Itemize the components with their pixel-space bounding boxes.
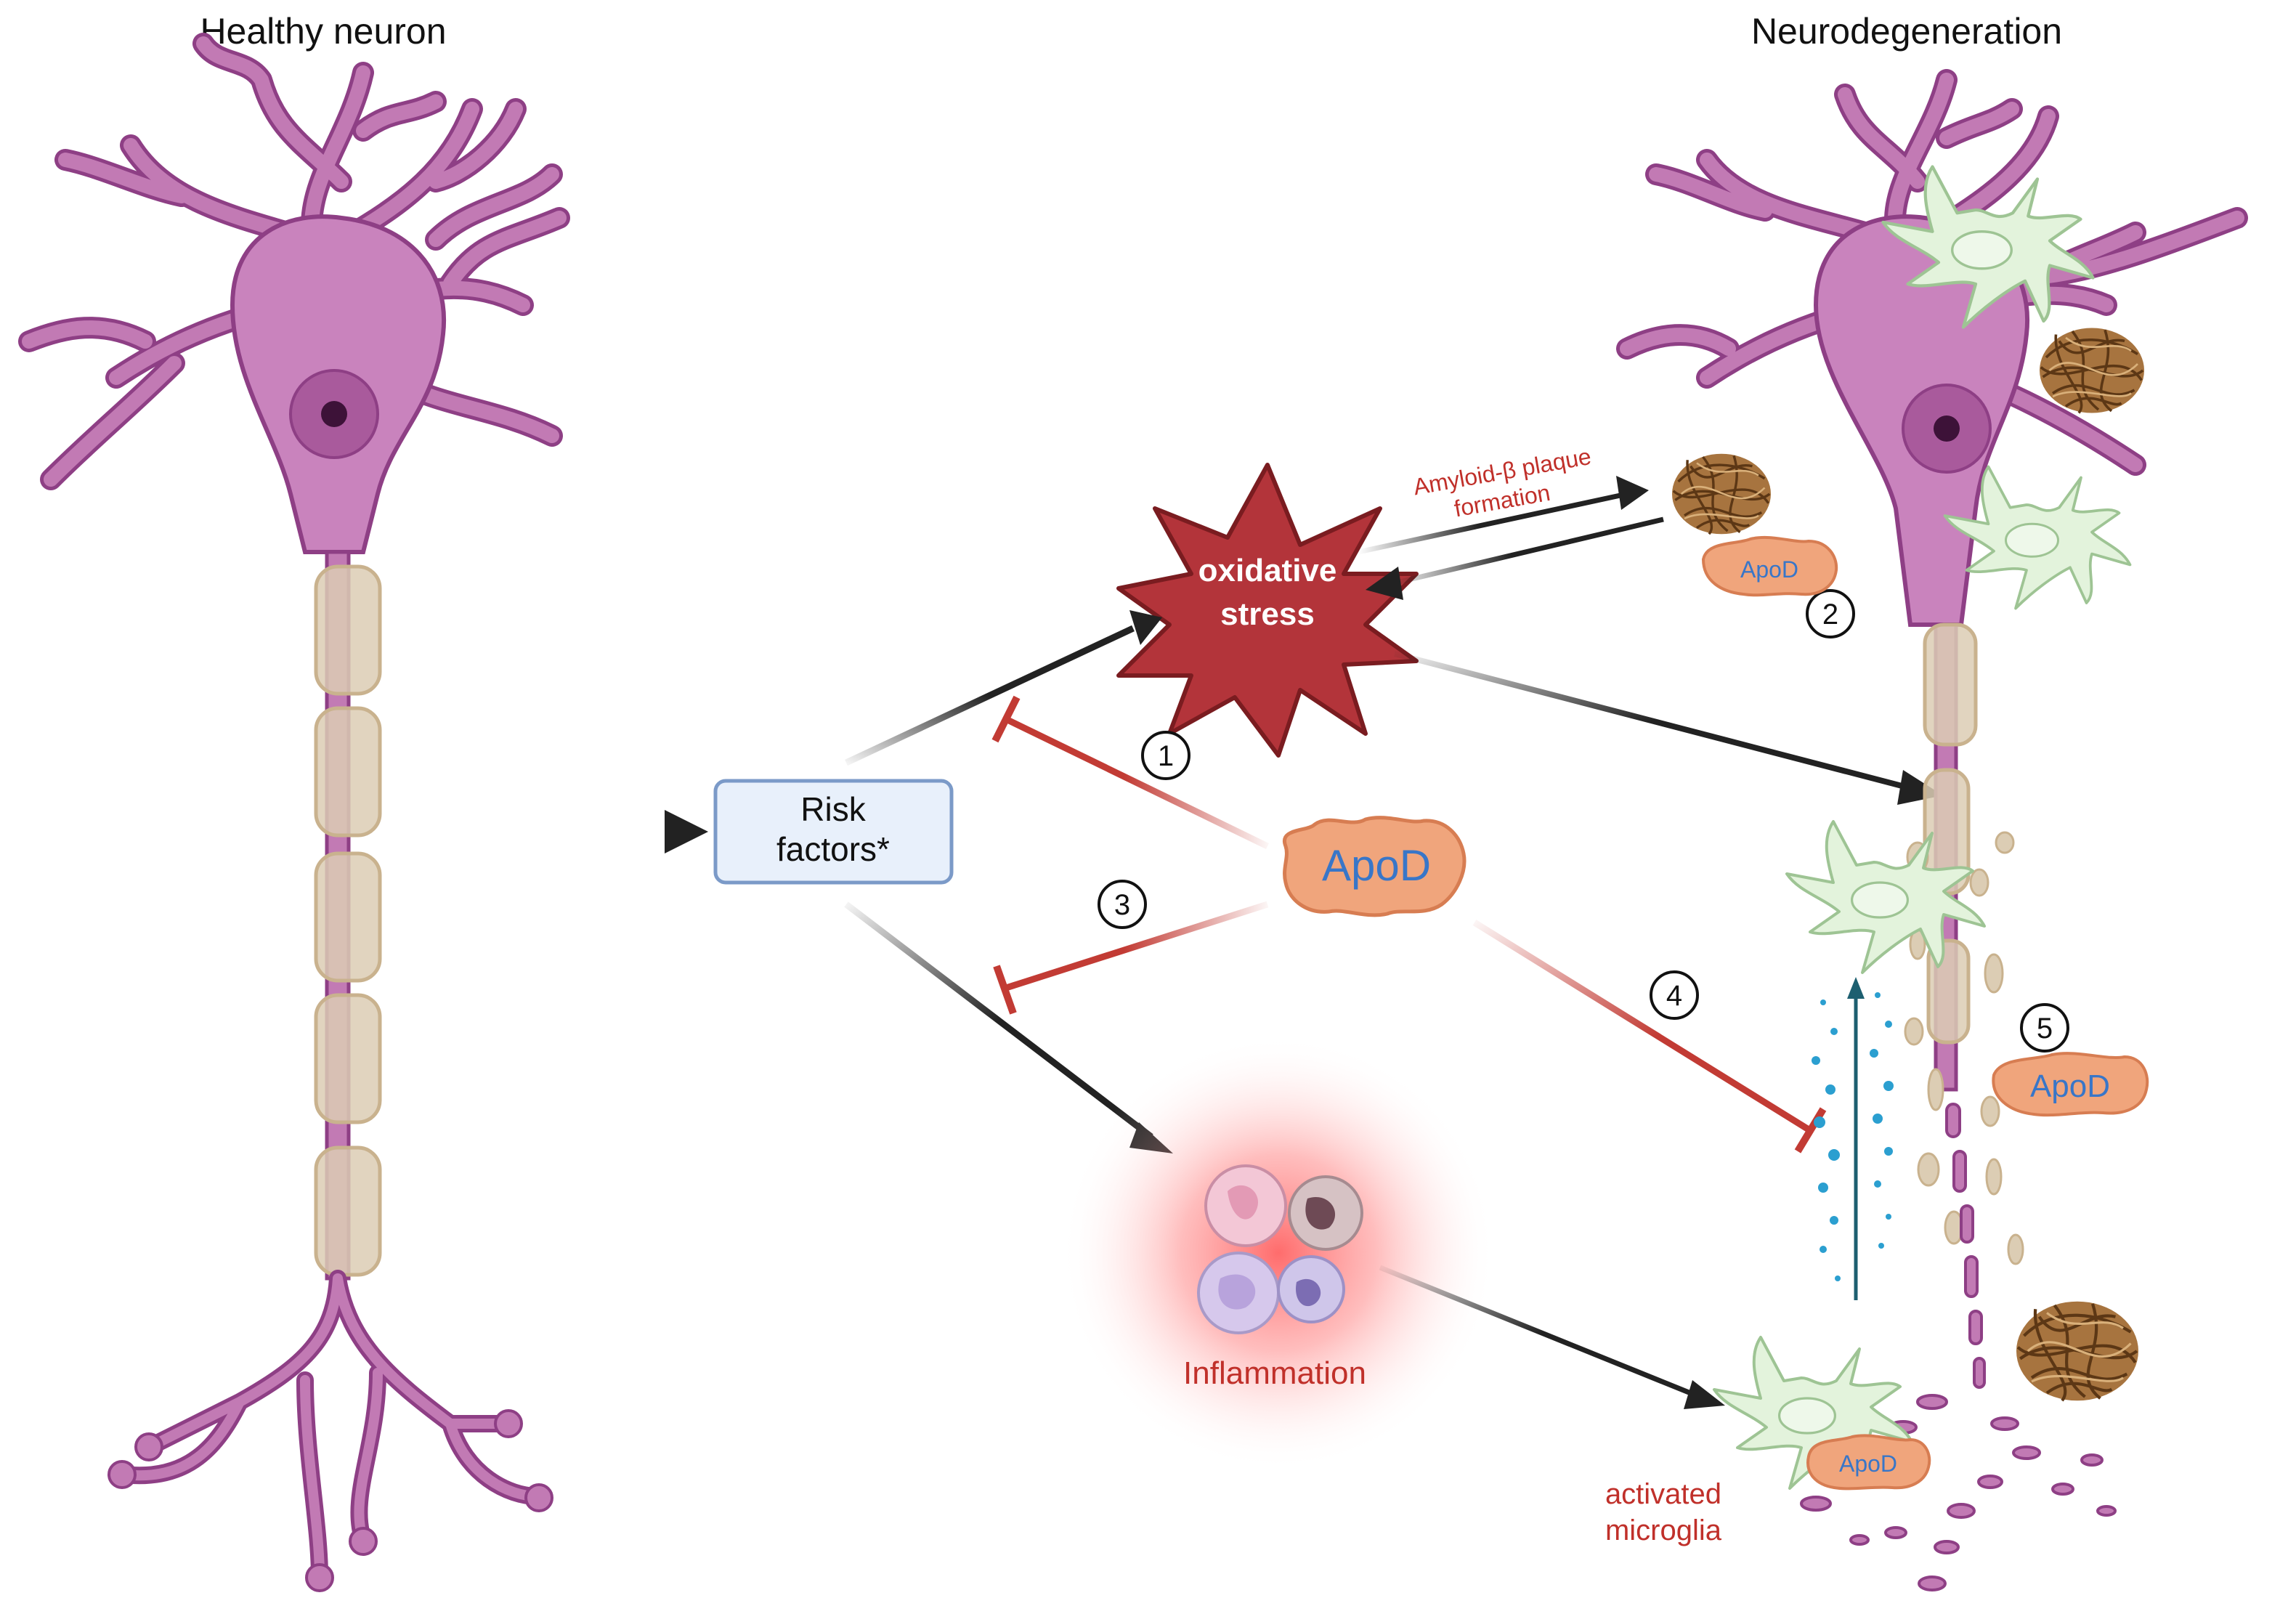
arrow-stress-to-plaque [1358, 491, 1628, 555]
apod-axon-label: ApoD [2030, 1068, 2110, 1104]
inflammation-label: Inflammation [1183, 1355, 1366, 1391]
arrow-plaque-to-stress-head [1366, 567, 1403, 600]
step-5: 5 [2037, 1013, 2053, 1045]
arrow-neuron-to-risk-head [665, 810, 708, 853]
apod-microglia: ApoD [1806, 1434, 1931, 1491]
arrow-risk-to-stress-head [1129, 610, 1162, 645]
risk-factors-label-1: Risk [800, 790, 866, 828]
ros-dots [1812, 992, 1894, 1281]
arrow-plaque-to-stress [1387, 516, 1664, 588]
arrow-inflammation-to-microglia [1379, 1265, 1705, 1401]
arrow-stress-to-plaque-head [1616, 476, 1649, 510]
risk-factors-label-2: factors* [776, 830, 890, 868]
arrow-risk-to-stress [845, 625, 1135, 766]
inhibit-1-line [1005, 715, 1269, 850]
amyloid-plaque-icon [2016, 1302, 2138, 1401]
step-markers: 1 2 3 4 5 [1098, 589, 2069, 1053]
inhibit-3-bar [993, 965, 1017, 1015]
step-1: 1 [1158, 740, 1174, 772]
amyloid-plaque-icon [1671, 453, 1772, 535]
apod-plaque: ApoD [1701, 535, 1838, 597]
oxidative-stress-label-2: stress [1220, 596, 1315, 632]
apod-microglia-label: ApoD [1839, 1451, 1897, 1477]
inhibit-1-bar [991, 695, 1021, 743]
title-neurodegeneration: Neurodegeneration [1751, 11, 2062, 52]
step-2: 2 [1822, 599, 1838, 630]
arrow-risk-to-inflammation [844, 901, 1153, 1140]
apod-plaque-label: ApoD [1740, 556, 1798, 583]
apod-central: ApoD [1282, 816, 1467, 917]
apod-axon: ApoD [1992, 1052, 2149, 1117]
oxidative-stress-burst-icon: oxidative stress [1116, 463, 1419, 758]
step-3: 3 [1114, 889, 1130, 921]
ros-arrow-head [1847, 977, 1865, 999]
activated-microglia-label-1: activated [1605, 1478, 1721, 1510]
arrow-stress-to-axon [1393, 651, 1912, 791]
immune-cells-icon [1060, 1035, 1496, 1471]
inhibit-4-bar [1794, 1107, 1827, 1153]
title-healthy-neuron: Healthy neuron [200, 11, 446, 52]
risk-factors-box: Risk factors* [713, 779, 954, 885]
inhibit-3-line [1005, 901, 1269, 991]
inhibit-4-line [1472, 920, 1811, 1132]
activated-microglia-label-2: microglia [1605, 1514, 1722, 1546]
arrow-inflammation-to-microglia-head [1684, 1380, 1725, 1409]
amyloid-plaque-icon [2038, 326, 2146, 415]
step-4: 4 [1666, 980, 1682, 1012]
healthy-neuron-icon [18, 33, 570, 1592]
oxidative-stress-label-1: oxidative [1198, 553, 1337, 588]
apod-central-label: ApoD [1322, 841, 1431, 890]
